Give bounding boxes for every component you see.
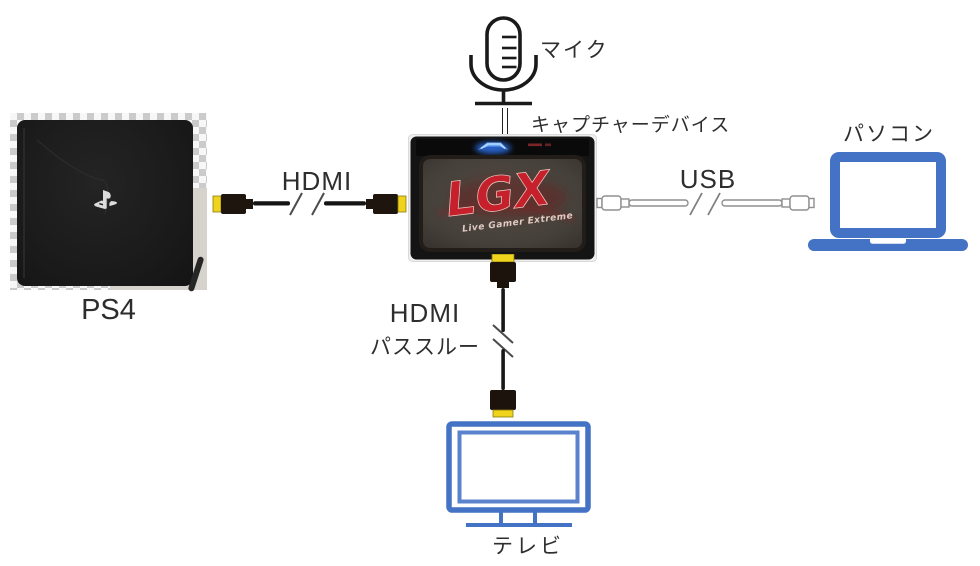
brand-mark [528,143,542,147]
mic-cable [502,108,508,135]
pc-label: パソコン [843,123,935,146]
tv-icon [446,421,591,527]
usb-cable [596,192,815,216]
hdmi-cable [212,192,407,216]
playstation-logo-icon [94,190,117,210]
svg-text:LGX: LGX [443,161,556,229]
capture-device-photo: LGX Live Gamer Extreme [408,134,597,262]
capture-device-label: キャプチャーデバイス [531,115,731,136]
ps4-photo [10,113,207,293]
hdmi-passthrough-label: HDMI パススルー [370,298,480,359]
microphone-icon [469,16,538,106]
hdmi-in-label: HDMI [281,166,353,196]
usb-label: USB [679,164,737,194]
ps4-console [17,120,193,286]
mic-label: マイク [540,39,609,62]
hdmi-passthrough-cable [490,254,516,418]
ps4-label: PS4 [81,294,136,326]
tv-label: テレビ [492,535,564,558]
laptop-icon [808,152,968,251]
